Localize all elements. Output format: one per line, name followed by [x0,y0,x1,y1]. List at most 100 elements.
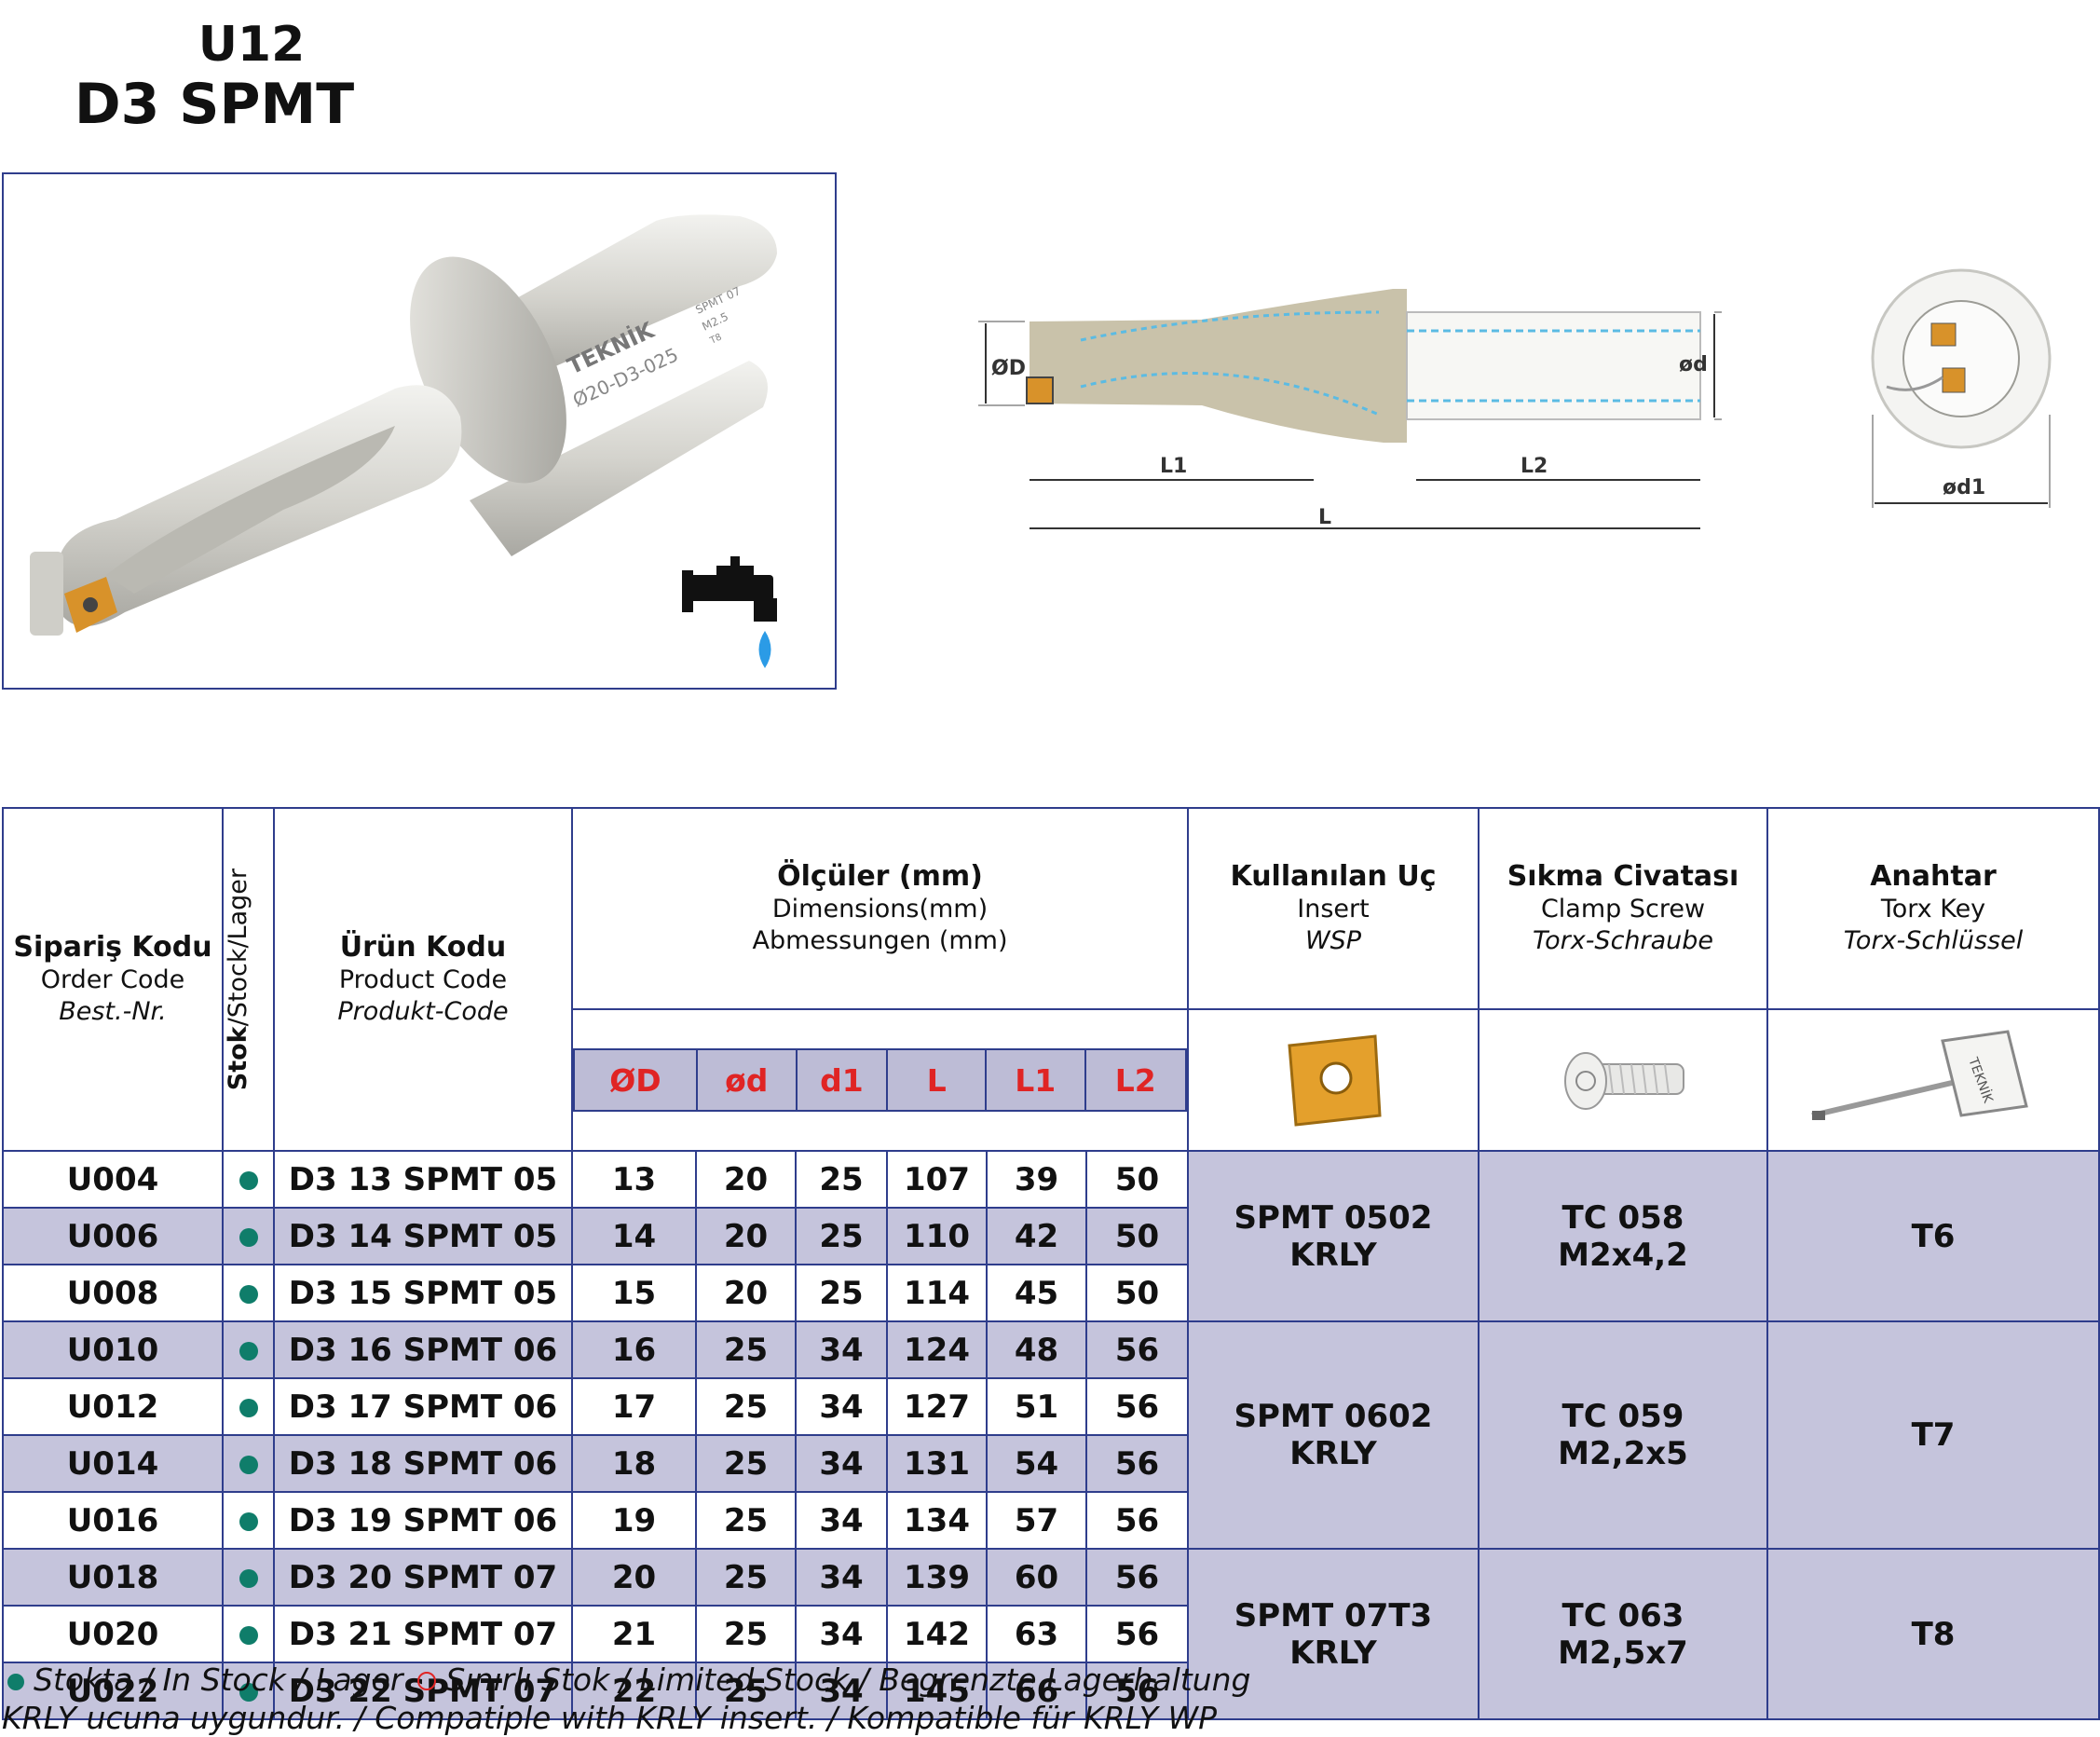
product-code-cell: D3 21 SPMT 07 [273,1605,573,1663]
dim-cell-D: 15 [571,1264,697,1322]
dim-header-d1: d1 [795,1048,889,1112]
stock-cell [222,1377,275,1436]
limited-stock-ring-icon [417,1672,437,1690]
dim-cell-L1: 48 [986,1320,1087,1379]
stock-cell [222,1207,275,1265]
order-code-cell: U004 [2,1150,224,1209]
stock-cell [222,1264,275,1322]
product-code-cell: D3 16 SPMT 06 [273,1320,573,1379]
dim-cell-L: 127 [886,1377,988,1436]
dim-cell-d1: 25 [795,1264,888,1322]
dim-cell-L: 145 [886,1662,988,1720]
in-stock-dot-icon [239,1456,258,1474]
torx-key-icon: TEKNİK [1811,1030,2028,1120]
order-code-cell: U010 [2,1320,224,1379]
dim-cell-L2: 56 [1085,1548,1189,1607]
in-stock-dot-icon [239,1626,258,1645]
stock-cell [222,1491,275,1550]
spec-table: Sipariş Kodu Order Code Best.-Nr. Stok/S… [2,807,2100,1720]
legend-limited-stock: Sınırlı Stok / Limited Stock / Begrenzte… [445,1662,1251,1698]
product-code-cell: D3 20 SPMT 07 [273,1548,573,1607]
stock-cell [222,1150,275,1209]
drawing-label-D: ØD [991,357,1026,380]
order-code-cell: U008 [2,1264,224,1322]
dim-cell-d: 25 [695,1434,797,1493]
dim-cell-L2: 56 [1085,1605,1189,1663]
order-code-cell: U022 [2,1662,224,1720]
header-torx-key: Anahtar Torx Key Torx-Schlüssel [1766,807,2100,1010]
dim-cell-D: 17 [571,1377,697,1436]
technical-drawing-end: ød1 [1871,268,2052,508]
product-photo-box: TEKNİK Ø20-D3-025 SPMT 07 M2.5 T8 [2,172,837,690]
dim-cell-D: 18 [571,1434,697,1493]
stock-cell [222,1434,275,1493]
in-stock-dot-icon [239,1342,258,1361]
dim-cell-d: 20 [695,1150,797,1209]
in-stock-dot-icon [239,1512,258,1531]
dim-cell-L1: 66 [986,1662,1087,1720]
dim-cell-d: 25 [695,1320,797,1379]
dim-cell-L2: 50 [1085,1207,1189,1265]
drawing-label-L: L [1318,506,1331,529]
dim-cell-d1: 34 [795,1548,888,1607]
dim-cell-L2: 50 [1085,1150,1189,1209]
dim-cell-d1: 34 [795,1377,888,1436]
dim-header-D: ØD [573,1048,698,1112]
dim-cell-D: 20 [571,1548,697,1607]
dim-cell-d: 25 [695,1605,797,1663]
dim-cell-D: 19 [571,1491,697,1550]
dim-cell-L2: 56 [1085,1377,1189,1436]
dim-cell-d: 25 [695,1662,797,1720]
dim-cell-L1: 60 [986,1548,1087,1607]
product-code-cell: D3 19 SPMT 06 [273,1491,573,1550]
dim-header-L1: L1 [985,1048,1086,1112]
torx-key-cell: T8 [1766,1548,2100,1720]
compatibility-note: KRLY ucuna uygundur. / Compatiple with K… [2,1700,1217,1736]
dim-cell-L2: 56 [1085,1434,1189,1493]
dim-cell-L: 139 [886,1548,988,1607]
insert-image [1187,1008,1480,1152]
torx-key-cell: T6 [1766,1150,2100,1322]
dim-cell-L2: 56 [1085,1320,1189,1379]
dim-cell-d: 25 [695,1548,797,1607]
header-stock: Stok/Stock/Lager [222,807,275,1152]
drawing-label-d: ød [1679,353,1708,376]
dim-cell-d1: 34 [795,1434,888,1493]
dim-header-L2: L2 [1084,1048,1188,1112]
dim-cell-L1: 42 [986,1207,1087,1265]
product-code-cell: D3 15 SPMT 05 [273,1264,573,1322]
dim-cell-D: 16 [571,1320,697,1379]
in-stock-dot-icon [7,1674,24,1690]
dim-cell-L1: 51 [986,1377,1087,1436]
dim-header-d: ød [695,1048,798,1112]
in-stock-dot-icon [239,1171,258,1190]
dim-cell-d1: 34 [795,1320,888,1379]
stock-cell [222,1662,275,1720]
dim-cell-L: 134 [886,1491,988,1550]
clamp-screw-image [1478,1008,1768,1152]
photo-engraving-4: T8 [708,332,724,347]
dim-cell-L1: 54 [986,1434,1087,1493]
product-code-cell: D3 22 SPMT 07 [273,1662,573,1720]
product-code-cell: D3 17 SPMT 06 [273,1377,573,1436]
dim-cell-D: 22 [571,1662,697,1720]
dim-cell-L1: 39 [986,1150,1087,1209]
dim-cell-D: 13 [571,1150,697,1209]
in-stock-dot-icon [239,1228,258,1247]
dim-cell-L1: 45 [986,1264,1087,1322]
order-code-cell: U014 [2,1434,224,1493]
drawing-label-d1: ød1 [1943,476,1985,499]
dim-cell-d1: 34 [795,1605,888,1663]
legend-in-stock: Stokta / In Stock / Lager [34,1662,403,1698]
technical-drawing-side: ØD ød L1 L2 L [978,289,1722,529]
dim-cell-d1: 34 [795,1662,888,1720]
